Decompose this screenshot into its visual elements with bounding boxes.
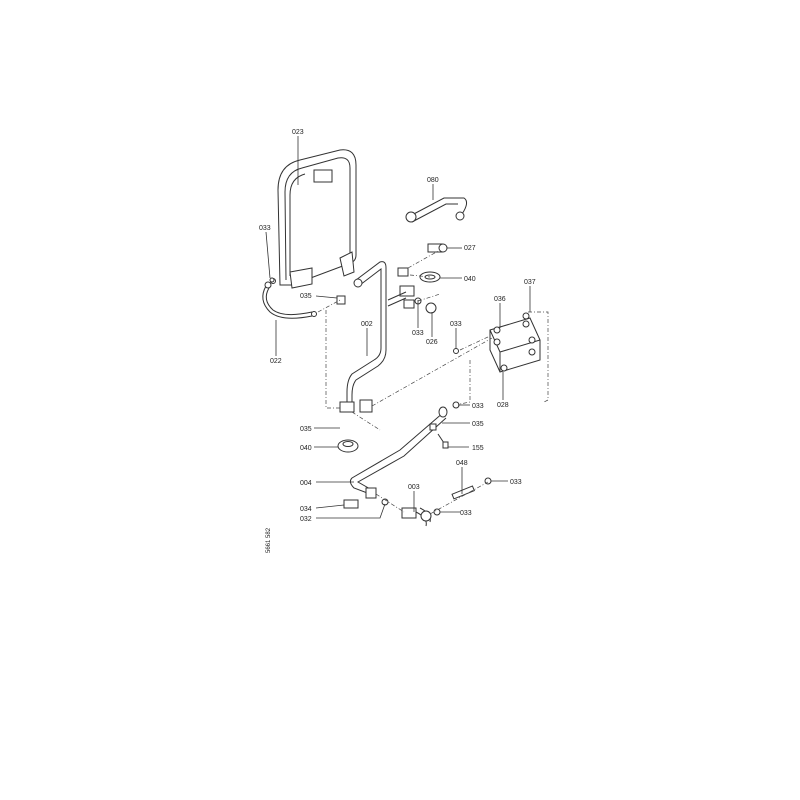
part-label: 032 xyxy=(300,516,312,523)
part-label: 022 xyxy=(270,358,282,365)
part-label: 033 xyxy=(450,321,462,328)
connector-part-034[interactable] xyxy=(343,499,359,509)
part-label: 048 xyxy=(456,460,468,467)
part-label: 033 xyxy=(460,510,472,517)
part-label: 033 xyxy=(510,479,522,486)
sensor-part-155[interactable] xyxy=(437,433,449,449)
part-label: 155 xyxy=(472,445,484,452)
part-label: 035 xyxy=(300,293,312,300)
part-label: 033 xyxy=(259,225,271,232)
part-label: 003 xyxy=(408,484,420,491)
part-label: 040 xyxy=(300,445,312,452)
part-label: 033 xyxy=(412,330,424,337)
pipe-part-002[interactable] xyxy=(339,261,387,413)
part-label: 036 xyxy=(494,296,506,303)
connector-part-027[interactable] xyxy=(427,243,448,253)
part-label: 026 xyxy=(426,339,438,346)
hose-part-022[interactable] xyxy=(262,278,317,319)
plate-heat-exchanger-part-036[interactable] xyxy=(489,317,541,373)
part-label: 034 xyxy=(300,506,312,513)
leader-lines xyxy=(265,136,531,519)
part-label: 027 xyxy=(464,245,476,252)
part-label: 028 xyxy=(497,402,509,409)
part-label: 037 xyxy=(524,279,536,286)
fitting-parts-center[interactable] xyxy=(387,267,437,314)
screw-part-028[interactable] xyxy=(500,364,508,372)
part-label: 004 xyxy=(300,480,312,487)
pipe-part-080[interactable] xyxy=(405,197,468,223)
part-label: 023 xyxy=(292,129,304,136)
expansion-vessel-part-023[interactable] xyxy=(277,149,357,289)
part-label: 035 xyxy=(300,426,312,433)
assembly-lines xyxy=(317,249,549,515)
part-labels: 023 080 033 027 040 037 035 036 002 033 … xyxy=(259,129,536,553)
connector-part-035-top[interactable] xyxy=(336,295,346,305)
part-label: 033 xyxy=(472,403,484,410)
screws-part-037[interactable] xyxy=(522,312,530,328)
part-label: 002 xyxy=(361,321,373,328)
part-label: 040 xyxy=(464,276,476,283)
elbow-part-003[interactable] xyxy=(401,507,432,527)
gasket-part-040-bottom[interactable] xyxy=(337,439,359,453)
part-label: 035 xyxy=(472,421,484,428)
drawing-number: 5661 582 xyxy=(266,527,272,553)
part-label: 080 xyxy=(427,177,439,184)
